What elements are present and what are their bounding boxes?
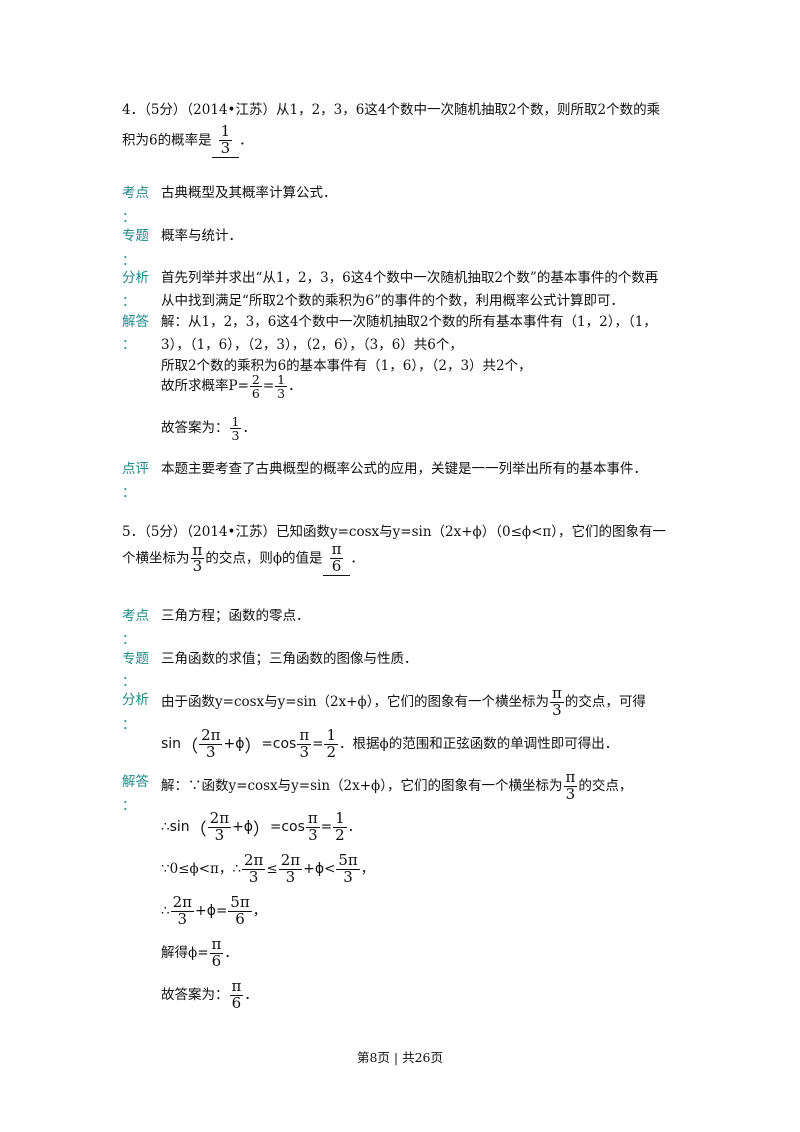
label-colon: ： <box>122 337 136 353</box>
q4-fenxi-line1: 首先列举并求出“从1，2，3，6这4个数中一次随机抽取2个数”的基本事件的个数再 <box>161 270 659 286</box>
q4-jieda-label: 解答 <box>122 314 149 330</box>
q4-fenxi-line2: 从中找到满足“所取2个数的乘积为6”的事件的个数，利用概率公式计算即可． <box>161 293 624 309</box>
q5-kaodian-label: 考点 <box>122 608 149 624</box>
q4-kaodian-label: 考点 <box>122 185 149 201</box>
q5-zhuanti-label: 专题 <box>122 651 149 667</box>
label-colon: ： <box>122 717 136 733</box>
q4-stem-line1: 4．（5分）（2014•江苏）从1，2，3，6这4个数中一次随机抽取2个数，则所… <box>122 102 661 118</box>
q4-zhuanti-label: 专题 <box>122 228 149 244</box>
q4-jieda-line2: 3），（1，6），（2，3），（2，6），（3，6）共6个， <box>161 337 463 353</box>
label-colon: ： <box>122 294 136 310</box>
q4-zhuanti-text: 概率与统计． <box>161 228 242 244</box>
q5-jieda-label: 解答 <box>122 774 149 790</box>
q5-kaodian-text: 三角方程；函数的零点． <box>161 608 310 624</box>
q5-zhuanti-text: 三角函数的求值；三角函数的图像与性质． <box>161 651 418 667</box>
page-footer: 第8页 | 共26页 <box>356 1050 444 1065</box>
label-colon: ： <box>122 485 136 501</box>
q5-fenxi-label: 分析 <box>122 692 149 708</box>
q4-dianping-label: 点评 <box>122 461 149 477</box>
label-colon: ： <box>122 674 136 690</box>
q4-dianping-text: 本题主要考查了古典概型的概率公式的应用，关键是一一列举出所有的基本事件． <box>161 461 647 477</box>
label-colon: ： <box>122 798 136 814</box>
q4-jieda-line3: 所取2个数的乘积为6的基本事件有（1，6），（2，3）共2个， <box>161 358 532 374</box>
q4-fenxi-label: 分析 <box>122 270 149 286</box>
label-colon: ： <box>122 253 136 269</box>
q4-kaodian-text: 古典概型及其概率计算公式． <box>161 185 337 201</box>
label-colon: ： <box>122 210 136 226</box>
q5-stem-line1: 5．（5分）（2014•江苏）已知函数y=cosx与y=sin（2x+ϕ）（0≤… <box>122 524 667 540</box>
label-colon: ： <box>122 632 136 648</box>
q4-jieda-line1: 解：从1，2，3，6这4个数中一次随机抽取2个数的所有基本事件有（1，2），（1… <box>161 314 657 330</box>
